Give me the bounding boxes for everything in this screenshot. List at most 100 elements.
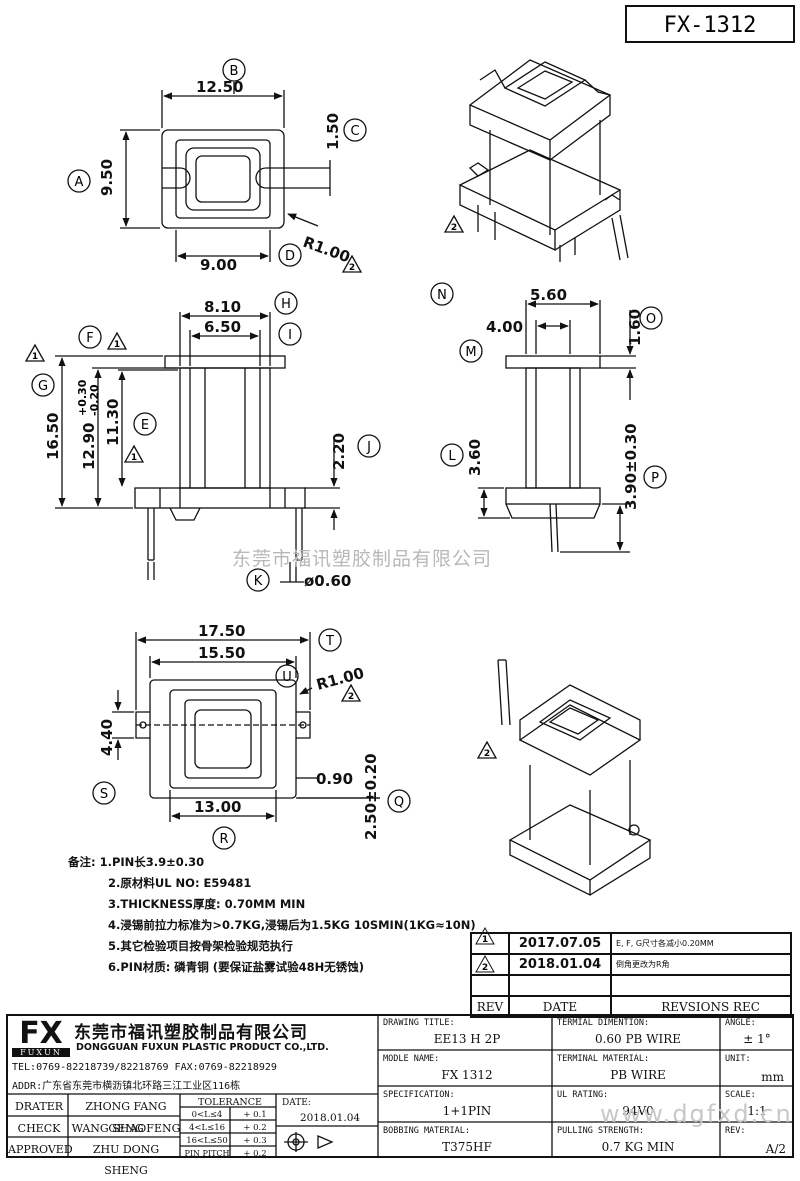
model-label: MODLE NAME: [383, 1054, 440, 1064]
part-number: FX-1312 [664, 13, 757, 38]
dim-front-h3: 11.30 [104, 399, 122, 446]
note-1: 备注: 1.PIN长3.9±0.30 [68, 855, 205, 869]
company-addr: ADDR:广东省东莞市横沥镇北环路三江工业区116栋 [12, 1081, 241, 1092]
angle-value: ± 1° [743, 1032, 771, 1046]
scale-cell: SCALE: 1:1 [722, 1088, 792, 1124]
bottom-view [112, 632, 380, 822]
rev-tri-2-d: 2 [484, 749, 490, 759]
tol-value: + 0.2 [243, 1123, 267, 1133]
name-approved: ZHU DONG SHENG [92, 1143, 160, 1177]
note-5: 5.其它检验项目按骨架检验规范执行 [108, 939, 293, 953]
name-drater: ZHONG FANG GENG [85, 1100, 167, 1135]
unit-cell: UNIT: mm [722, 1052, 792, 1088]
dim-front-tol-plus: +0.30 [76, 379, 89, 416]
dim-bot-w3: 13.00 [194, 798, 241, 816]
marker-g: G [38, 379, 48, 394]
dim-top-width: 12.50 [196, 78, 243, 96]
scale-value: 1:1 [747, 1104, 767, 1118]
marker-a: A [75, 175, 84, 190]
marker-u: U [282, 670, 292, 685]
marker-h: H [281, 297, 291, 312]
dim-front-w2: 6.50 [204, 318, 241, 336]
dim-side-t: 1.60 [626, 309, 644, 346]
front-view [55, 312, 340, 583]
marker-k: K [254, 574, 263, 589]
iso-view-top [458, 59, 629, 262]
spec-cell: SPECIFICATION: 1+1PIN [380, 1088, 554, 1124]
dim-top-radius: R1.00 [301, 233, 353, 267]
tol-value: + 0.2 [243, 1149, 267, 1159]
rev-tri-1-a: 1 [114, 340, 120, 350]
dim-pin-dia: ø0.60 [304, 572, 351, 590]
tol-value: + 0.3 [243, 1136, 267, 1146]
drawing-title: EE13 H 2P [433, 1032, 501, 1046]
marker-f: F [86, 331, 93, 346]
marker-m: M [465, 345, 476, 360]
dim-side-w1: 5.60 [530, 286, 567, 304]
marker-l: L [448, 449, 456, 464]
spec-label: SPECIFICATION: [383, 1090, 455, 1100]
role-approved: APPROVED [8, 1143, 73, 1156]
marker-p: P [651, 471, 659, 486]
iso-view-bottom [497, 659, 652, 897]
revision-row: 2018.01.04 倒角更改为R角 [470, 953, 792, 976]
dim-top-height: 9.50 [98, 159, 116, 196]
dim-bot-slot: 0.90 [316, 770, 353, 788]
tol-range: PIN PITCH [184, 1149, 230, 1158]
dim-bot-radius: R1.00 [314, 664, 366, 694]
logo-sub: FUXUN [12, 1048, 70, 1057]
ul-value: 94V0 [622, 1104, 654, 1118]
dim-bot-pin: 2.50±0.20 [362, 753, 380, 840]
role-drater: DRATER [14, 1100, 64, 1113]
dim-front-h: 16.50 [44, 413, 62, 460]
drawing-text: FX-1312 12.50 9.50 1.50 9.00 R1.00 8.10 … [32, 13, 756, 973]
dim-top-inner: 9.00 [200, 256, 237, 274]
angle-label: ANGLE: [725, 1018, 756, 1028]
tol-range: 0<L≤4 [191, 1110, 223, 1120]
notes-block: 备注: 1.PIN长3.9±0.30 2.原材料UL NO: E59481 3.… [68, 852, 476, 978]
dim-bot-w2: 15.50 [198, 644, 245, 662]
rev-cell [470, 953, 510, 976]
rev-desc: 倒角更改为R角 [610, 953, 792, 976]
dim-front-h2: 12.90 [80, 423, 98, 470]
side-view [478, 300, 636, 553]
marker-n: N [437, 288, 447, 303]
revision-header: REV DATE REVSIONS REC [470, 995, 792, 1018]
title-block-lines [6, 1014, 794, 1158]
ul-label: UL RATING: [557, 1090, 609, 1100]
rev-label: REV: [725, 1126, 746, 1136]
marker-c: C [350, 124, 359, 139]
tolerance-title: TOLERANCE [198, 1097, 262, 1108]
dim-side-w2: 4.00 [486, 318, 523, 336]
terminal-dim: 0.60 PB WIRE [594, 1032, 682, 1046]
drawing-title-label: DRAWING TITLE: [383, 1018, 455, 1028]
unit-value: mm [761, 1070, 784, 1084]
company-name-en: DONGGUAN FUXUN PLASTIC PRODUCT CO.,LTD. [76, 1042, 329, 1053]
dim-front-tol-minus: -0.20 [88, 384, 101, 416]
pull-value: 0.7 KG MIN [601, 1140, 675, 1154]
date-label: DATE: [282, 1098, 311, 1108]
name-check: WANG SHAOFENG [71, 1122, 181, 1135]
terminal-dim-cell: TERMIAL DIMENTION: 0.60 PB WIRE [554, 1016, 722, 1052]
dim-side-pin: 3.90±0.30 [622, 423, 640, 510]
note-6: 6.PIN材质: 磷青铜 (要保证盐雾试验48H无锈蚀) [108, 960, 364, 974]
rev-desc: E, F, G尺寸各减小0.20MM [610, 932, 792, 955]
date-value: 2018.01.04 [299, 1112, 361, 1124]
terminal-dim-label: TERMIAL DIMENTION: [557, 1018, 650, 1028]
dim-front-w1: 8.10 [204, 298, 241, 316]
marker-r: R [219, 832, 228, 847]
rev-date: 2017.07.05 [508, 932, 612, 955]
unit-label: UNIT: [725, 1054, 751, 1064]
note-4: 4.浸锡前拉力标准为>0.7KG,浸锡后为1.5KG 10SMIN(1KG≈10… [108, 918, 476, 932]
marker-t: T [325, 634, 334, 649]
drawing-title-cell: DRAWING TITLE: EE13 H 2P [380, 1016, 554, 1052]
marker-q: Q [394, 795, 404, 810]
marker-o: O [646, 312, 656, 327]
watermark-text: 东莞市福讯塑胶制品有限公司 [232, 548, 493, 570]
angle-cell: ANGLE: ± 1° [722, 1016, 792, 1052]
note-3: 3.THICKNESS厚度: 0.70MM MIN [108, 897, 306, 911]
terminal-mat-cell: TERMINAL MATERIAL: PB WIRE [554, 1052, 722, 1088]
pull-cell: PULLING STRENGTH: 0.7 KG MIN [554, 1124, 722, 1160]
dim-front-pin: 2.20 [330, 433, 348, 470]
company-tel: TEL:0769-82218739/82218769 FAX:0769-8221… [12, 1062, 277, 1073]
